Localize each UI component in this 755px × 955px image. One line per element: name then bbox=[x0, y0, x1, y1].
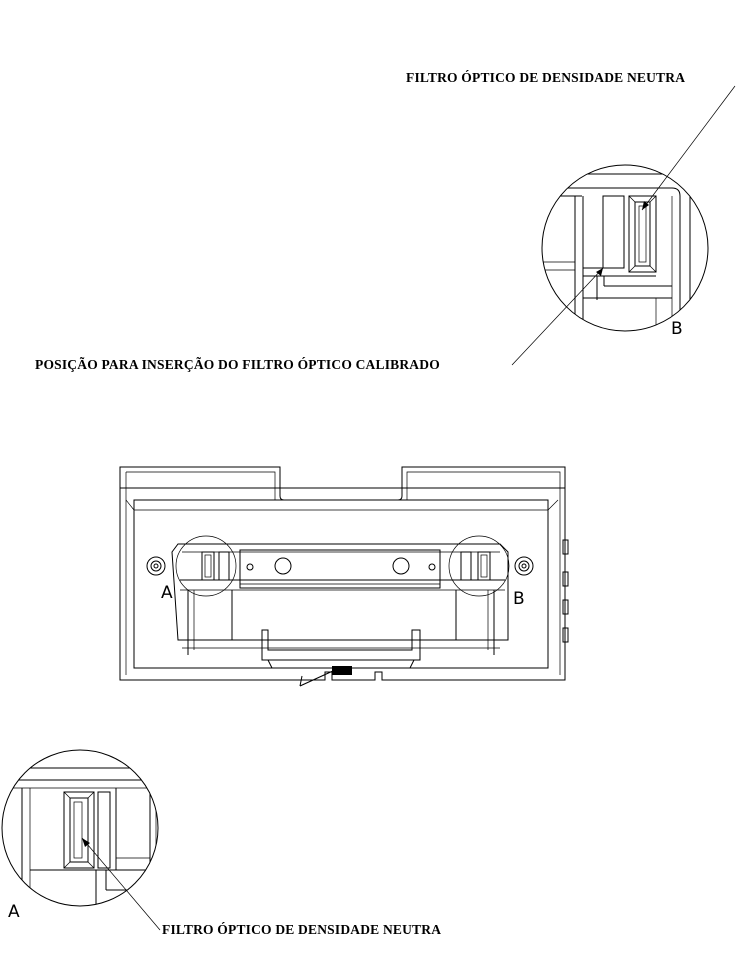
callout-insertion-position: POSIÇÃO PARA INSERÇÃO DO FILTRO ÓPTICO C… bbox=[35, 357, 440, 372]
callout-filter-bottom: FILTRO ÓPTICO DE DENSIDADE NEUTRA bbox=[162, 922, 441, 937]
detail-view-b: B bbox=[541, 164, 709, 339]
main-label-a: A bbox=[161, 583, 173, 603]
leader-insertion-position bbox=[511, 267, 604, 366]
callout-filter-top: FILTRO ÓPTICO DE DENSIDADE NEUTRA bbox=[406, 70, 685, 85]
detail-label-b: B bbox=[671, 319, 683, 339]
leader-filter-bottom bbox=[81, 837, 161, 931]
main-front-view bbox=[119, 466, 569, 687]
detail-view-a: A bbox=[1, 749, 159, 922]
main-label-b: B bbox=[513, 589, 525, 609]
detail-label-a: A bbox=[8, 902, 20, 922]
leader-filter-top bbox=[641, 85, 736, 211]
